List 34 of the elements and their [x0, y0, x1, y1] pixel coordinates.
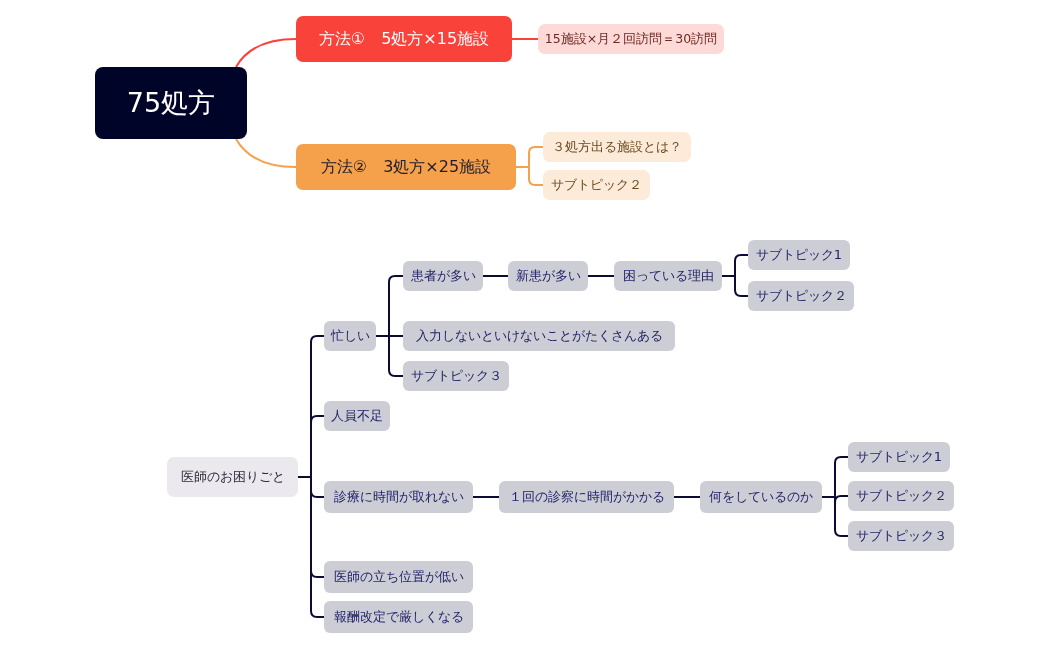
subtopic-box: 人員不足: [324, 401, 390, 431]
central-topic-box: 医師のお困りごと: [167, 457, 298, 497]
subtopic-box: 新患が多い: [508, 261, 588, 291]
subtopic-box: 医師の立ち位置が低い: [324, 561, 473, 593]
subtopic-box: ３処方出る施設とは？: [543, 132, 691, 162]
subtopic-box: サブトピック３: [848, 521, 954, 551]
connector-line: [235, 38, 297, 68]
subtopic-box: 報酬改定で厳しくなる: [324, 601, 473, 633]
subtopic-box: 何をしているのか: [700, 481, 822, 513]
main-topic-box: 方法① 5処方×15施設: [296, 16, 512, 62]
connector-line: [482, 275, 509, 277]
subtopic-box: サブトピック２: [543, 170, 650, 200]
connector-line: [297, 476, 325, 618]
subtopic-box: サブトピック1: [748, 240, 850, 270]
connector-line: [721, 275, 749, 297]
main-topic-box: 方法② 3処方×25施設: [296, 144, 516, 190]
connector-line: [472, 496, 500, 498]
subtopic-box: サブトピック２: [848, 481, 954, 511]
subtopic-box: サブトピック２: [748, 281, 854, 311]
subtopic-box: 入力しないといけないことがたくさんある: [403, 321, 675, 351]
subtopic-box: １回の診察に時間がかかる: [499, 481, 674, 513]
subtopic-box: サブトピック３: [403, 361, 509, 391]
central-topic-box: 75処方: [95, 67, 247, 139]
connector-line: [511, 38, 539, 40]
connector-line: [587, 275, 615, 277]
subtopic-box: 患者が多い: [403, 261, 483, 291]
connector-line: [821, 496, 849, 537]
connector-line: [673, 496, 701, 498]
subtopic-box: サブトピック1: [848, 442, 950, 472]
connector-line: [235, 138, 297, 168]
subtopic-box: 15施設×月２回訪問＝30訪問: [538, 24, 724, 54]
subtopic-box: 診療に時間が取れない: [324, 481, 473, 513]
subtopic-box: 困っている理由: [614, 261, 722, 291]
subtopic-box: 忙しい: [324, 321, 376, 351]
